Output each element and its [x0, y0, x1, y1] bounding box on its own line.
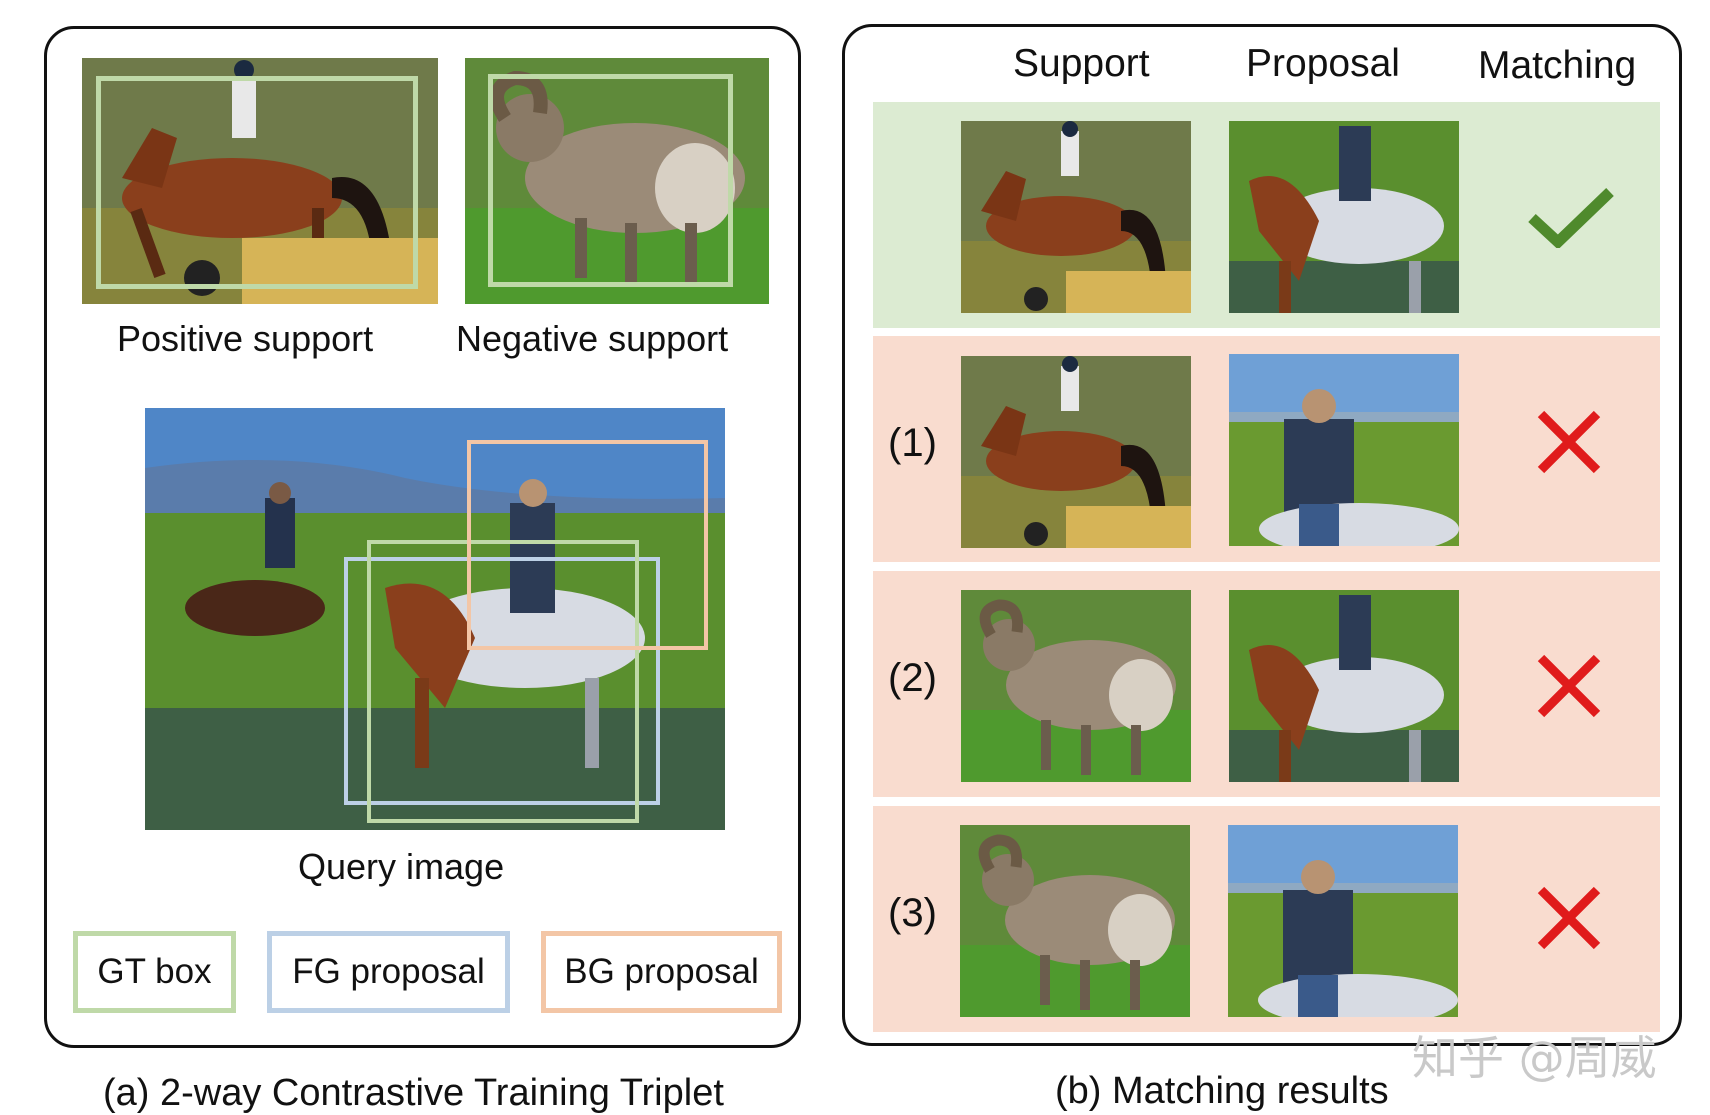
legend-gt-label: GT box — [97, 952, 212, 991]
row-index-2: (2) — [888, 656, 937, 700]
check-icon — [1528, 186, 1614, 250]
query-image — [145, 408, 725, 830]
header-support: Support — [1013, 42, 1150, 85]
row3-proposal-thumb — [1228, 825, 1458, 1017]
row0-support-thumb — [961, 121, 1191, 313]
header-matching: Matching — [1478, 44, 1637, 87]
cross-icon — [1537, 654, 1601, 718]
negative-support-image — [465, 58, 769, 304]
legend-fg-proposal: FG proposal — [267, 931, 510, 1013]
query-image-label: Query image — [298, 846, 505, 887]
row-index-3: (3) — [888, 891, 937, 935]
bg-proposal-box — [467, 440, 708, 650]
caption-b: (b) Matching results — [1055, 1070, 1389, 1112]
gt-box-positive — [96, 76, 418, 289]
row1-proposal-thumb — [1229, 354, 1459, 546]
fg-proposal-box — [344, 557, 660, 805]
watermark: 知乎 @周威 — [1412, 1031, 1657, 1085]
row1-support-thumb — [961, 356, 1191, 548]
caption-a: (a) 2-way Contrastive Training Triplet — [103, 1072, 724, 1114]
gt-box-query — [367, 540, 639, 823]
legend-fg-label: FG proposal — [292, 952, 485, 991]
row3-support-thumb — [960, 825, 1190, 1017]
gt-box-negative — [488, 74, 733, 287]
row-index-1: (1) — [888, 421, 937, 465]
panel-matching-results — [842, 24, 1682, 1046]
cross-icon — [1537, 410, 1601, 474]
row0-proposal-thumb — [1229, 121, 1459, 313]
legend-bg-label: BG proposal — [564, 952, 759, 991]
negative-support-label: Negative support — [456, 318, 729, 359]
row2-support-thumb — [961, 590, 1191, 782]
row2-proposal-thumb — [1229, 590, 1459, 782]
legend-bg-proposal: BG proposal — [541, 931, 782, 1013]
cross-icon — [1537, 886, 1601, 950]
legend-gt-box: GT box — [73, 931, 236, 1013]
panel-training-triplet — [44, 26, 801, 1048]
positive-support-label: Positive support — [117, 318, 374, 359]
header-proposal: Proposal — [1246, 42, 1400, 85]
